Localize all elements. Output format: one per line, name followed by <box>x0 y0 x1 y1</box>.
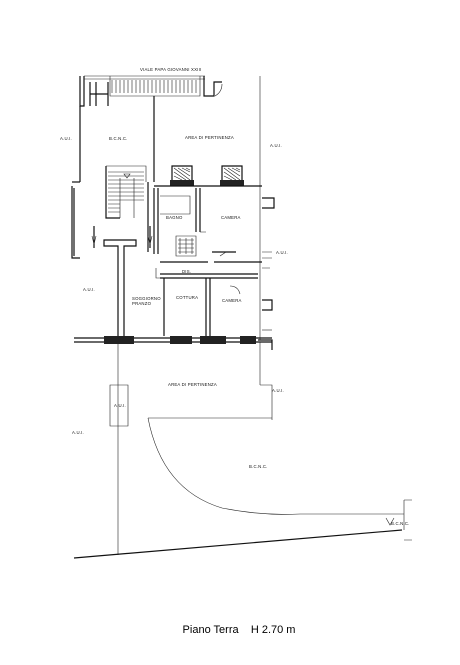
aui-left-mid-label: A.U.I. <box>83 287 95 292</box>
outer-walls <box>71 76 272 343</box>
room-labels: VIALE PAPA GIOVANNI XXIII B.C.N.C. AREA … <box>60 67 410 526</box>
aui-box-label: A.U.I. <box>114 403 126 408</box>
aui-left-top-label: A.U.I. <box>60 136 72 141</box>
bcnc-bottom-label: B.C.N.C. <box>249 464 268 469</box>
camera-bottom-label: CAMERA <box>222 298 242 303</box>
bagno-label: BAGNO <box>166 215 183 220</box>
bottom-openings <box>104 336 273 350</box>
bcnc-top-label: B.C.N.C. <box>109 136 128 141</box>
area-pertinenza-bottom-label: AREA DI PERTINENZA <box>168 382 217 387</box>
cottura-label: COTTURA <box>176 295 198 300</box>
plan-caption: Piano Terra H 2.70 m <box>182 624 296 636</box>
camera-top-label: CAMERA <box>221 215 241 220</box>
outdoor-area <box>73 342 412 559</box>
aui-right-top-label: A.U.I. <box>270 143 282 148</box>
bcnc-right-label: B.C.N.C. <box>391 521 410 526</box>
aui-right-bottom-label: A.U.I. <box>272 388 284 393</box>
soggiorno-label: SOGGIORNO <box>132 296 161 301</box>
pranzo-label: PRANZO <box>132 301 152 306</box>
right-openings <box>262 197 275 331</box>
dis-label: DIS. <box>182 269 191 274</box>
aui-left-bottom-label: A.U.I. <box>72 430 84 435</box>
aui-right-mid-label: A.U.I. <box>276 250 288 255</box>
street-label: VIALE PAPA GIOVANNI XXIII <box>140 67 201 72</box>
entrance-strip <box>79 75 223 107</box>
chimneys <box>170 165 244 186</box>
internal-walls <box>153 185 262 336</box>
area-pertinenza-top-label: AREA DI PERTINENZA <box>185 135 234 140</box>
common-staircase <box>91 165 153 343</box>
